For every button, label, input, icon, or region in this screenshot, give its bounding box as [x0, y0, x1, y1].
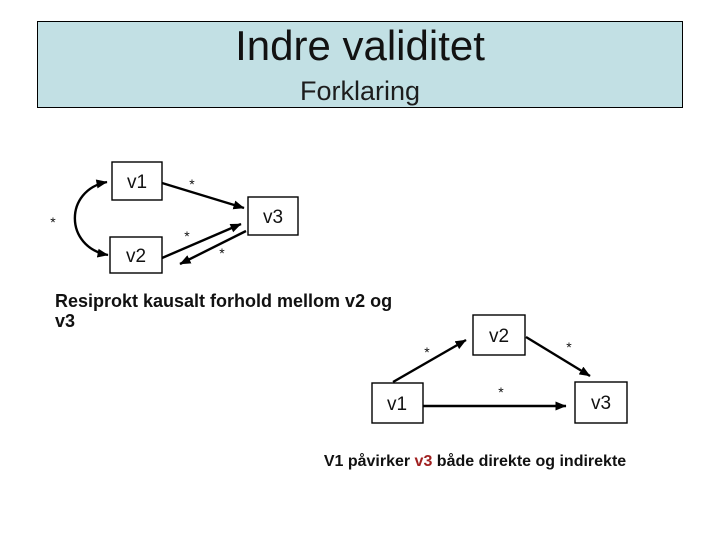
variable-box-v2: v2: [109, 236, 163, 274]
arrow-correlation-v1-v2: [73, 179, 109, 258]
diagram1-caption: Resiprokt kausalt forhold mellom v2 og v…: [55, 291, 455, 331]
path-coefficient-star: *: [219, 245, 225, 261]
caption-line-2: v3: [55, 311, 76, 331]
variable-box-v1: v1: [111, 161, 163, 201]
path-coefficient-star: *: [566, 339, 572, 355]
arrow-v3-to-v2: [179, 229, 247, 266]
path-coefficient-star: *: [50, 214, 56, 230]
path-coefficient-star: *: [184, 228, 190, 244]
footer-suffix: både direkte og indirekte: [432, 453, 627, 470]
path-coefficient-star: *: [189, 176, 195, 192]
arrow-v1-to-v3: [161, 181, 245, 210]
variable-box-v3: v3: [574, 381, 628, 424]
arrow-v1-to-v2: [392, 338, 467, 384]
variable-box-v3: v3: [247, 196, 299, 236]
path-coefficient-star: *: [498, 384, 504, 400]
footer-prefix: V1 påvirker: [323, 453, 415, 470]
variable-label-v1: v1: [127, 172, 147, 193]
slide-title: Indre validitet: [235, 22, 485, 69]
variable-label-v2: v2: [489, 326, 509, 347]
footer-caption: V1 påvirker v3 både direkte og indirekte: [285, 452, 665, 472]
footer-highlight: v3: [414, 453, 433, 470]
variable-box-v1: v1: [371, 382, 424, 424]
slide-subtitle: Forklaring: [299, 76, 421, 106]
title-box: Indre validitet Forklaring: [37, 21, 683, 108]
variable-box-v2: v2: [472, 314, 526, 356]
path-coefficient-star: *: [424, 344, 430, 360]
arrow-v2-to-v3: [525, 335, 591, 378]
diagram-reciprocal-causation: v1 v2 v3 * * * *: [50, 161, 299, 274]
variable-label-v1: v1: [387, 394, 407, 415]
variable-label-v3: v3: [591, 393, 611, 414]
variable-label-v3: v3: [263, 207, 283, 228]
caption-line-1: Resiprokt kausalt forhold mellom v2 og: [55, 291, 393, 311]
variable-label-v2: v2: [126, 246, 146, 267]
arrow-v2-to-v3: [161, 222, 242, 260]
diagram-direct-indirect-effect: v2 v1 v3 * * *: [371, 314, 628, 424]
